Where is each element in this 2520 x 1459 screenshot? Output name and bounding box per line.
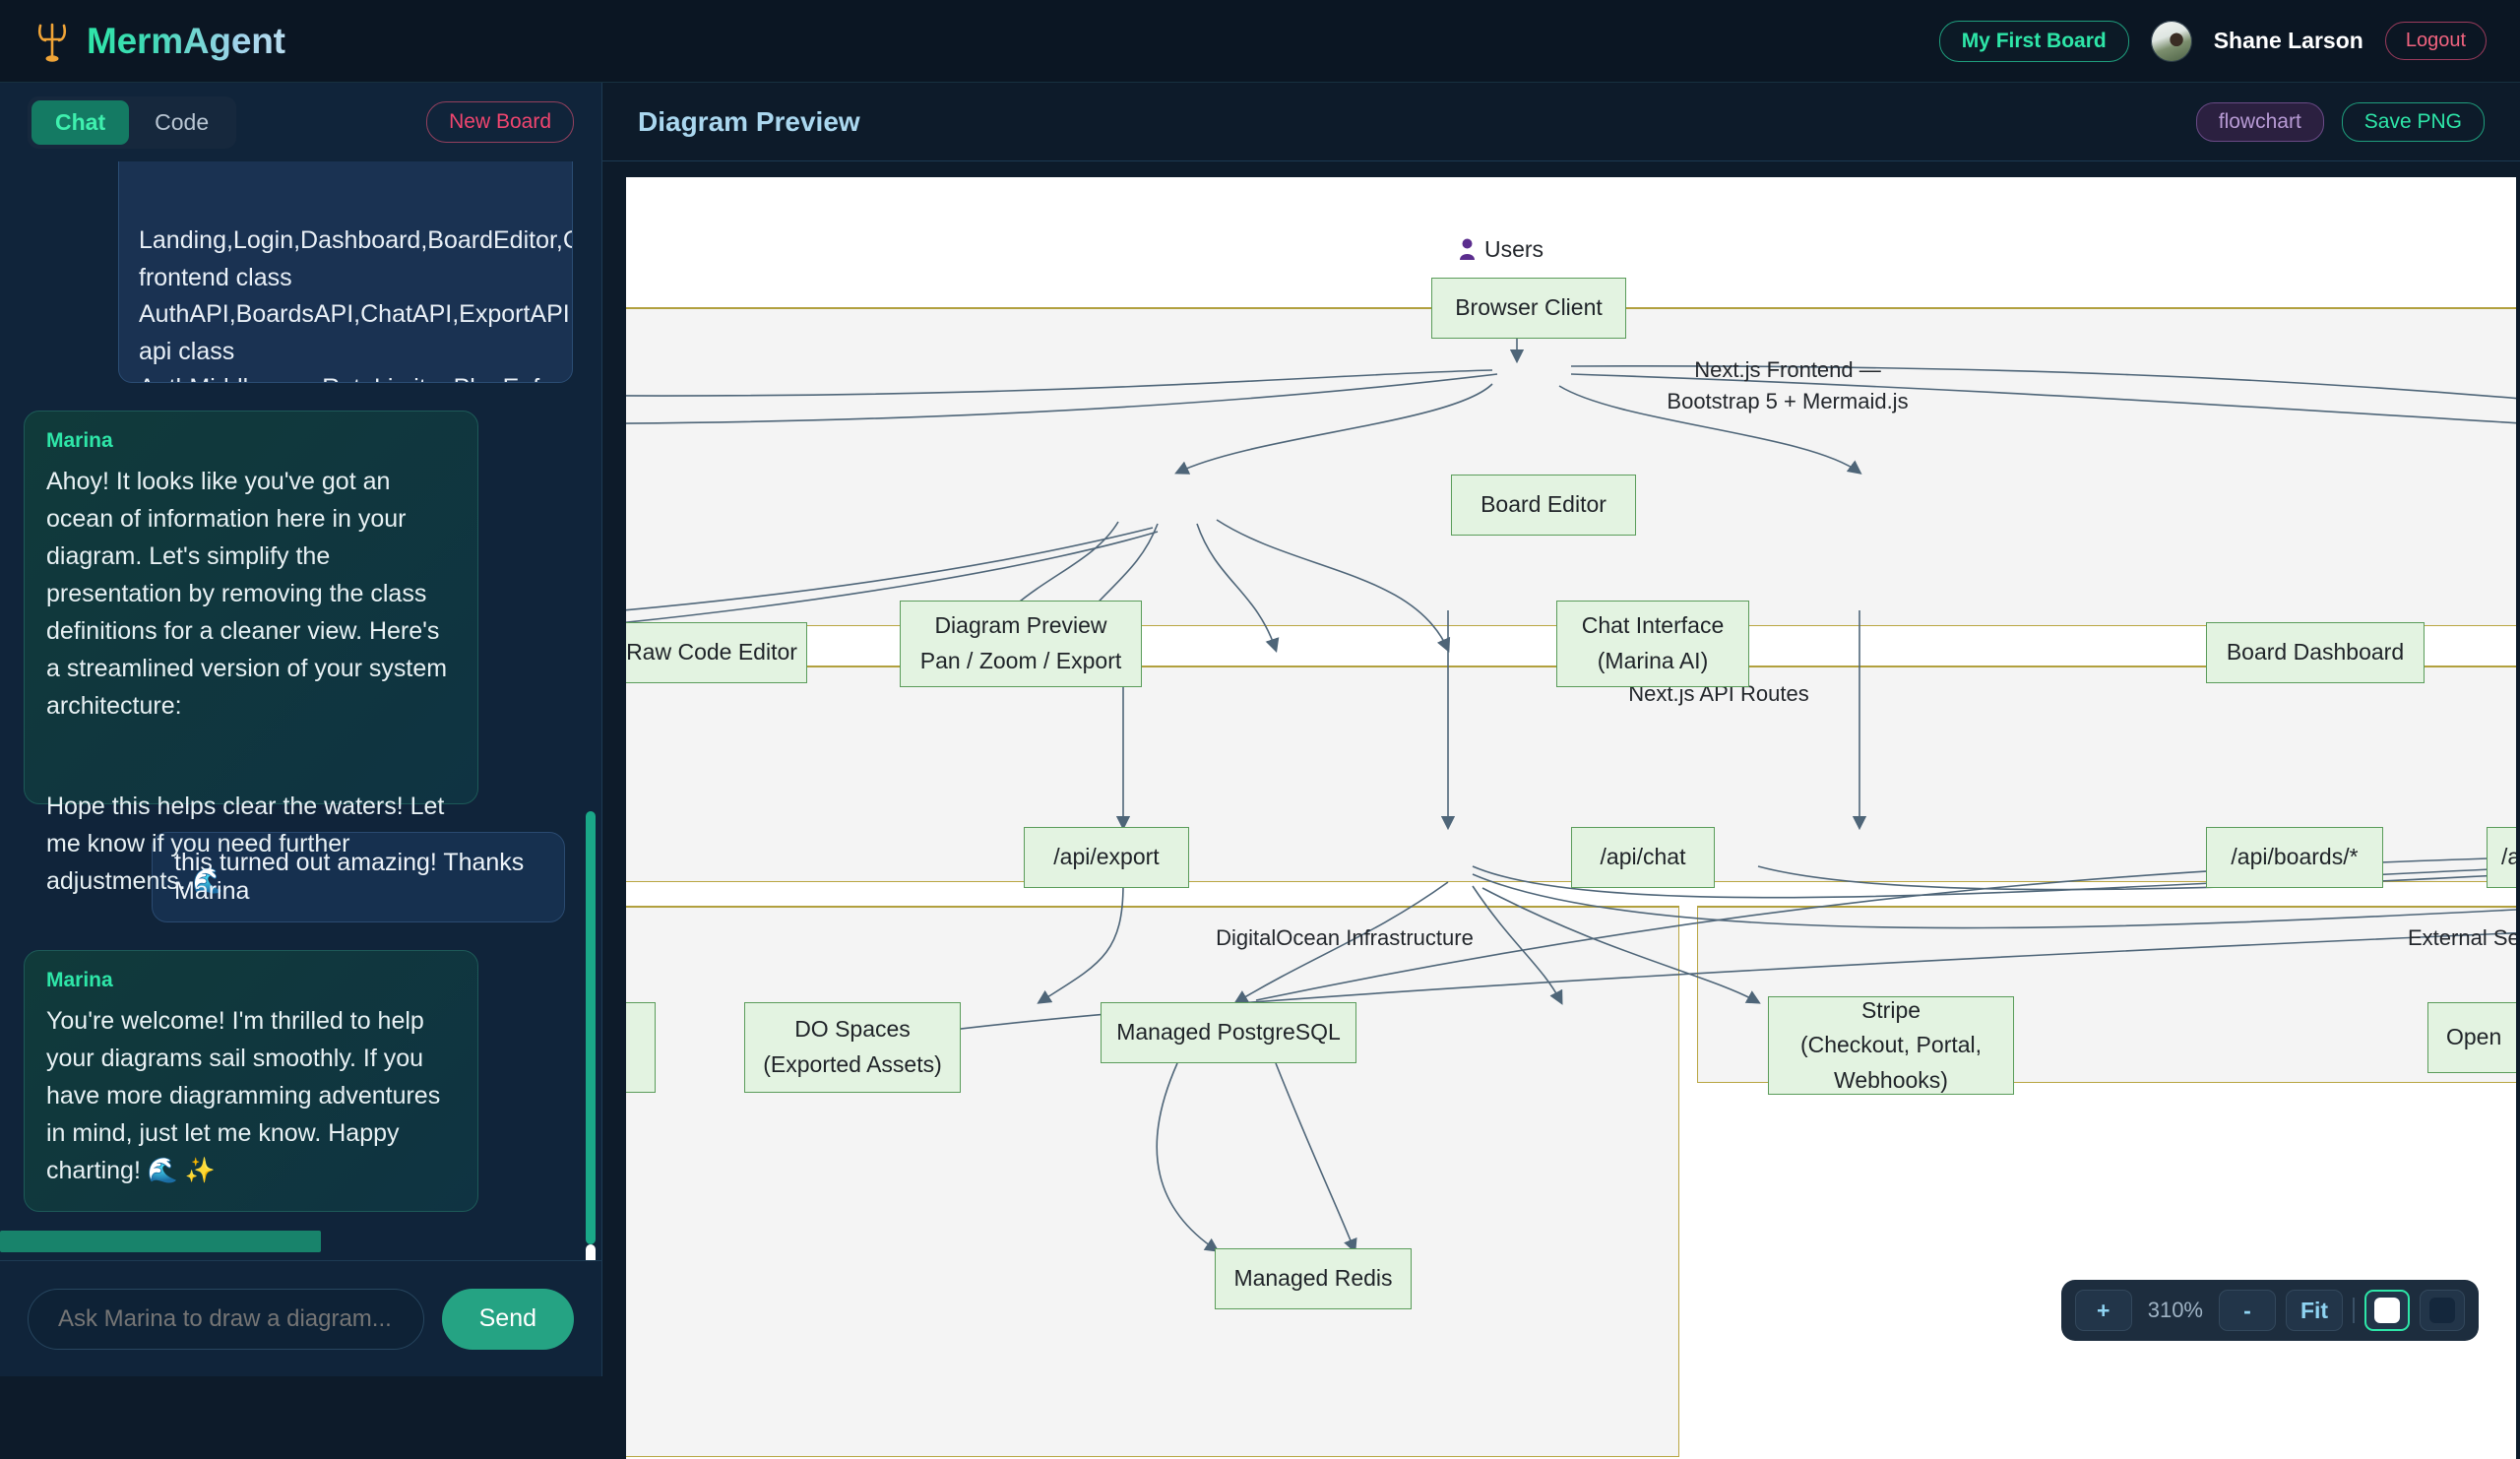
diagram-preview-panel: Diagram Preview flowchart Save PNG xyxy=(602,83,2520,1459)
node-line-2: (Marina AI) xyxy=(1597,648,1709,673)
user-name: Shane Larson xyxy=(2213,28,2363,53)
node-browser-client[interactable]: Browser Client xyxy=(1431,278,1626,339)
list-item: Landing,Login,Dashboard,BoardEditor,Chat… xyxy=(118,161,573,383)
person-icon xyxy=(1460,238,1475,260)
node-api-boards[interactable]: /api/boards/* xyxy=(2206,827,2383,888)
diagram-canvas[interactable]: Users Next.js Frontend — Bootstrap 5 + M… xyxy=(626,177,2516,1459)
diagram-type-badge: flowchart xyxy=(2195,101,2324,142)
new-board-button[interactable]: New Board xyxy=(426,101,574,143)
node-line-1: DO Spaces xyxy=(794,1016,911,1043)
zoom-level: 310% xyxy=(2147,1298,2203,1322)
node-do-spaces[interactable]: DO Spaces (Exported Assets) xyxy=(744,1002,961,1093)
node-raw-code-editor[interactable]: Raw Code Editor xyxy=(626,622,807,683)
toolbar-divider xyxy=(2353,1298,2355,1323)
node-line-2: (Checkout, Portal, xyxy=(1799,1032,1983,1058)
logout-button[interactable]: Logout xyxy=(2384,22,2487,60)
list-item: Marina You're welcome! I'm thrilled to h… xyxy=(24,950,478,1212)
message-spacer xyxy=(46,725,456,788)
message-text: Ahoy! It looks like you've got an ocean … xyxy=(46,468,448,720)
zoom-toolbar: + 310% - Fit xyxy=(2060,1280,2479,1341)
node-line-3: Webhooks) xyxy=(1834,1066,1948,1093)
node-line-1: Diagram Preview xyxy=(934,612,1107,639)
diagram-svg-root: Users Next.js Frontend — Bootstrap 5 + M… xyxy=(626,177,2516,1459)
node-managed-redis[interactable]: Managed Redis xyxy=(1215,1248,1412,1309)
node-chat-interface[interactable]: Chat Interface (Marina AI) xyxy=(1556,601,1749,687)
chat-composer: Send xyxy=(0,1260,601,1376)
list-item: Marina Ahoy! It looks like you've got an… xyxy=(24,411,478,895)
node-openai[interactable]: Open xyxy=(2427,1002,2516,1073)
send-button[interactable]: Send xyxy=(441,1288,574,1350)
tab-code[interactable]: Code xyxy=(155,108,210,135)
header-right: My First Board Shane Larson Logout xyxy=(1938,20,2487,62)
chat-scrollbar-track[interactable] xyxy=(586,811,596,1244)
preview-actions: flowchart Save PNG xyxy=(2195,101,2485,142)
sidebar-toolbar: Chat Code New Board xyxy=(0,83,601,161)
node-line-1: Stripe xyxy=(1860,996,1922,1023)
actor-users: Users xyxy=(1459,236,1544,263)
dark-swatch-icon xyxy=(2429,1298,2455,1323)
zoom-fit-button[interactable]: Fit xyxy=(2286,1290,2343,1331)
node-api-clipped[interactable]: /ap xyxy=(2487,827,2516,888)
list-item: this turned out amazing! Thanks Marina xyxy=(152,832,565,922)
brand[interactable]: MermAgent xyxy=(33,20,285,63)
node-managed-postgres[interactable]: Managed PostgreSQL xyxy=(1101,1002,1356,1063)
node-board-dashboard[interactable]: Board Dashboard xyxy=(2206,622,2425,683)
brand-name: MermAgent xyxy=(87,20,285,61)
node-api-chat[interactable]: /api/chat xyxy=(1571,827,1715,888)
diagram-edges xyxy=(626,293,2516,1253)
subgraph-label-frontend: Next.js Frontend — Bootstrap 5 + Mermaid… xyxy=(1667,357,1909,413)
trident-icon xyxy=(33,20,71,63)
message-author: Marina xyxy=(46,969,113,991)
generation-progress-bar xyxy=(0,1231,321,1252)
chat-message-list[interactable]: Landing,Login,Dashboard,BoardEditor,Chat… xyxy=(0,161,601,1260)
top-bar: MermAgent My First Board Shane Larson Lo… xyxy=(0,0,2520,83)
preview-header: Diagram Preview flowchart Save PNG xyxy=(602,83,2520,161)
message-text-2: Hope this helps clear the waters! Let me… xyxy=(46,793,445,895)
message-text: this turned out amazing! Thanks Marina xyxy=(174,849,525,905)
theme-dark-button[interactable] xyxy=(2420,1290,2465,1331)
subgraph-label-external: External Se xyxy=(2408,925,2516,950)
message-text: You're welcome! I'm thrilled to help you… xyxy=(46,1007,441,1184)
message-text: Landing,Login,Dashboard,BoardEditor,Chat… xyxy=(139,226,572,382)
current-board-badge[interactable]: My First Board xyxy=(1938,20,2129,62)
node-line-2: (Exported Assets) xyxy=(763,1051,942,1077)
node-board-editor[interactable]: Board Editor xyxy=(1451,475,1636,536)
light-swatch-icon xyxy=(2374,1298,2400,1323)
chat-scrollbar-thumb[interactable] xyxy=(586,1244,596,1260)
node-line-1: Chat Interface xyxy=(1581,612,1725,639)
node-line-2: Pan / Zoom / Export xyxy=(919,648,1122,673)
node-api-export[interactable]: /api/export xyxy=(1024,827,1189,888)
message-author: Marina xyxy=(46,429,113,452)
node-diagram-preview[interactable]: Diagram Preview Pan / Zoom / Export xyxy=(900,601,1142,687)
avatar[interactable] xyxy=(2150,20,2192,62)
chat-sidebar: Chat Code New Board Landing,Login,Dashbo… xyxy=(0,83,602,1376)
node-infra-clipped[interactable] xyxy=(626,1002,656,1093)
page-title: Diagram Preview xyxy=(638,105,860,137)
theme-light-button[interactable] xyxy=(2364,1290,2410,1331)
view-tabs: Chat Code xyxy=(28,95,237,149)
subgraph-infra xyxy=(626,906,1679,1457)
subgraph-label-infra: DigitalOcean Infrastructure xyxy=(1216,925,1474,950)
chat-input[interactable] xyxy=(28,1288,424,1350)
node-stripe[interactable]: Stripe (Checkout, Portal, Webhooks) xyxy=(1768,996,2014,1095)
zoom-out-button[interactable]: - xyxy=(2219,1290,2276,1331)
save-png-button[interactable]: Save PNG xyxy=(2341,101,2485,142)
zoom-in-button[interactable]: + xyxy=(2074,1290,2132,1331)
tab-chat[interactable]: Chat xyxy=(32,99,130,145)
actor-label: Users xyxy=(1484,236,1544,262)
